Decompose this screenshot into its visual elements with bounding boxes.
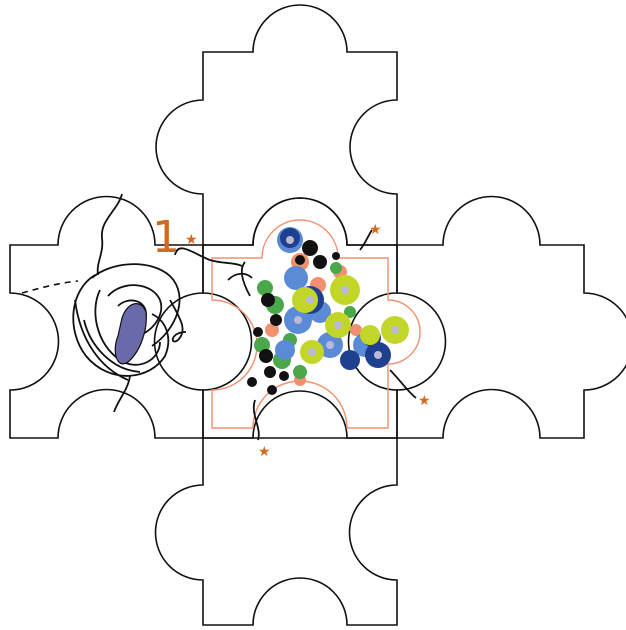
star-marker-2: ★ bbox=[369, 222, 382, 238]
puzzle-tile-bottom bbox=[156, 438, 398, 625]
dashed-line bbox=[22, 281, 78, 293]
swirl-fill-shape bbox=[115, 304, 146, 364]
star-marker-3: ★ bbox=[418, 393, 431, 409]
tile-label: 1 bbox=[152, 212, 180, 263]
star-marker-1: ★ bbox=[185, 232, 198, 248]
puzzle-tile-top bbox=[156, 5, 397, 245]
star-marker-4: ★ bbox=[258, 444, 271, 460]
